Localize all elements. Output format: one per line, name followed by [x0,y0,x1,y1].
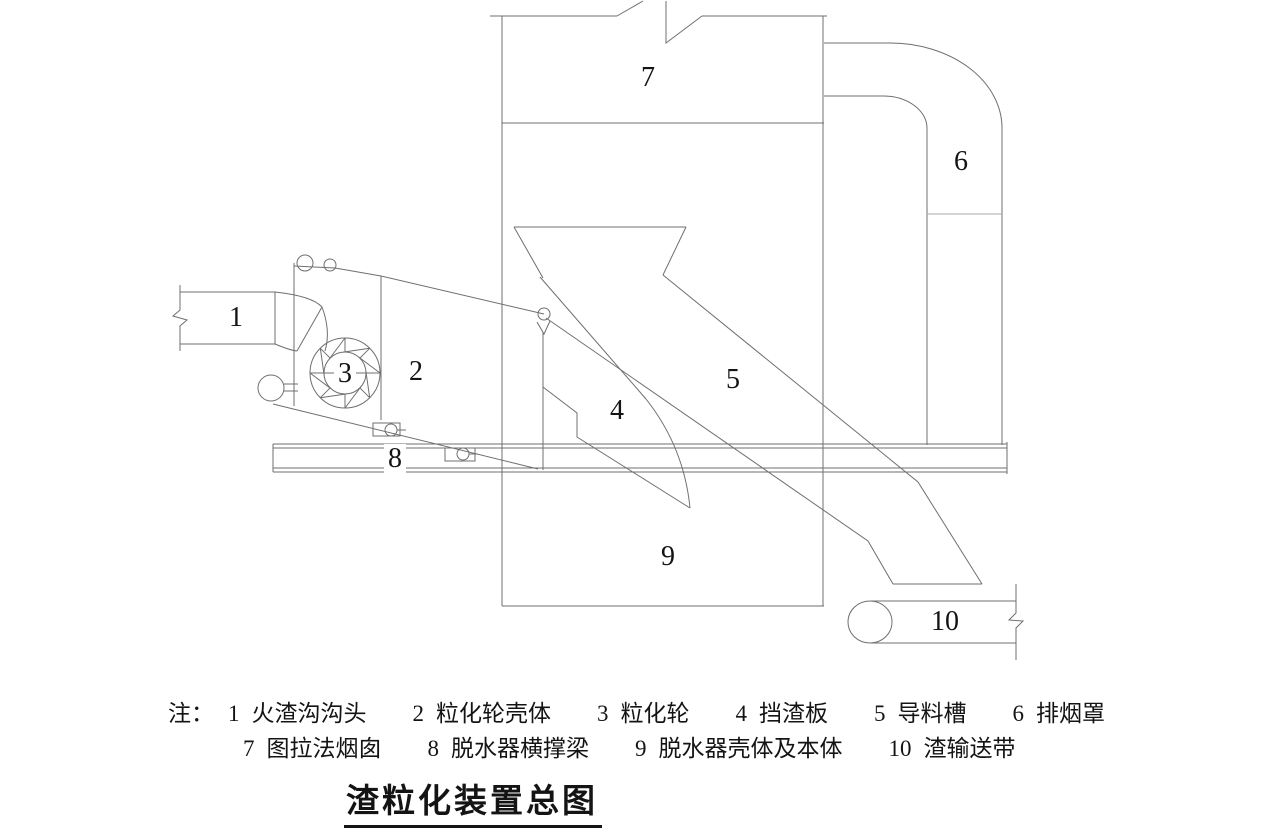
runner-spout [274,291,328,352]
hood-column [926,128,1003,445]
legend-item-name: 挡渣板 [759,701,828,726]
bottom-roller-2 [456,447,470,461]
legend-item-4: 4 挡渣板 [736,694,829,728]
legend-item-3: 3 粒化轮 [597,694,690,728]
exhaust-hood-outline [824,42,1003,445]
housing-top-edge [293,265,545,315]
legend-item-2: 2 粒化轮壳体 [413,694,552,728]
legend-item-num: 10 [888,736,912,761]
part-label-4: 4 [606,396,628,426]
runner-break-mark [171,285,189,351]
elbow-outer [824,42,1003,129]
chimney-top-edges [490,0,827,44]
legend-item-num: 6 [1012,701,1025,726]
part-label-10: 10 [927,607,963,637]
legend-item-6: 6 排烟罩 [1013,694,1106,728]
conveyor-outline [847,584,1025,660]
legend-item-name: 渣输送带 [923,736,1016,761]
chute-funnel [513,226,687,279]
part-label-9: 9 [657,542,679,572]
chute-left-edge [545,317,894,585]
legend-item-9: 9 脱水器壳体及本体 [635,729,843,763]
part-label-2: 2 [405,357,427,387]
legend-item-5: 5 导料槽 [874,694,967,728]
support-beam-outline [272,442,1008,474]
baffle-upper-edge [539,276,647,400]
legend-item-num: 5 [874,701,886,726]
drive-motor [257,374,285,402]
legend-item-name: 排烟罩 [1036,701,1105,726]
legend-item-name: 火渣沟沟头 [251,701,367,726]
legend-item-name: 粒化轮 [620,701,690,726]
part-label-3: 3 [334,359,356,389]
legend-row-2: 7 图拉法烟囱 8 脱水器横撑梁 9 脱水器壳体及本体 10 渣输送带 [243,729,1016,763]
legend-item-name: 脱水器壳体及本体 [658,736,843,761]
legend-item-name: 导料槽 [897,701,967,726]
legend-item-num: 1 [228,701,240,726]
top-roller-small [323,258,337,272]
legend-item-num: 8 [427,736,440,761]
chimney-outline [490,0,827,124]
part-label-7: 7 [637,63,659,93]
legend-item-name: 脱水器横撑梁 [451,736,589,761]
part-label-6: 6 [950,147,972,177]
legend-item-1: 1 火渣沟沟头 [228,694,367,728]
chimney-sides [501,16,824,124]
wheel-blades [309,337,381,409]
part-label-1: 1 [225,303,247,333]
slag-baffle-outline [536,276,691,509]
drawing-title: 渣粒化装置总图 [344,774,602,828]
runner-channel [180,291,276,345]
legend-item-num: 7 [243,736,255,761]
legend-item-name: 粒化轮壳体 [436,701,551,726]
vessel-walls [501,123,824,607]
part-label-5: 5 [722,365,744,395]
granulator-housing-outline [257,254,545,470]
conveyor-break-mark [1007,584,1025,660]
legend-item-num: 2 [412,701,425,726]
motor-shaft [284,383,298,392]
legend-row-1: 注： 1 火渣沟沟头 2 粒化轮壳体 3 粒化轮 4 挡渣板 5 导料槽 6 排烟罩 [168,694,1105,728]
legend-note-prefix: 注： [168,701,214,726]
dewaterer-shell-outline [501,123,824,607]
conveyor-pulley [847,600,893,644]
legend-item-7: 7 图拉法烟囱 [243,729,382,763]
baffle-pivot [537,307,551,321]
baffle-pivot-mount [536,320,551,336]
baffle-plate [542,386,691,509]
legend-item-8: 8 脱水器横撑梁 [428,729,590,763]
slag-runner-outline [171,285,328,352]
legend-item-10: 10 渣输送带 [889,729,1016,763]
part-label-8: 8 [384,444,406,474]
legend-item-num: 9 [635,736,647,761]
top-roller-large [296,254,314,272]
housing-bottom-edge [272,403,539,470]
chute-right-edge [662,274,983,585]
legend-item-num: 3 [597,701,609,726]
guide-chute-outline [513,226,983,585]
elbow-inner [824,95,928,129]
beam-lines [272,442,1008,474]
legend-item-name: 图拉法烟囱 [266,736,382,761]
conveyor-belt-lines [870,600,1016,644]
baffle-swing-arc [645,398,691,509]
legend-item-num: 4 [735,701,748,726]
bottom-roller-1 [384,423,398,437]
